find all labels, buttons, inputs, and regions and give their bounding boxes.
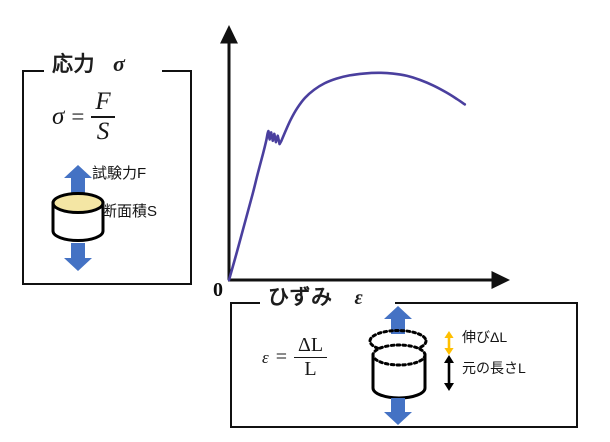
stress-formula-equals: = — [71, 103, 85, 129]
original-length-label: 元の長さL — [462, 360, 526, 376]
elongation-label: 伸びΔL — [462, 329, 508, 345]
strain-panel — [230, 302, 578, 428]
strain-formula-lhs: ε — [262, 347, 269, 367]
fraction-bar — [293, 356, 328, 359]
stress-strain-curve — [227, 71, 467, 282]
stress-panel-caption-gap — [44, 68, 162, 75]
strain-caption-symbol: ε — [354, 287, 364, 309]
graph-origin-label: 0 — [213, 279, 223, 301]
strain-formula-denominator: L — [304, 358, 317, 381]
stress-formula-lhs: σ — [52, 102, 65, 130]
fraction-bar — [91, 116, 115, 118]
stress-formula-numerator: F — [95, 88, 111, 115]
strain-caption-text: ひずみ — [268, 286, 333, 309]
stress-formula: σ = F S — [52, 89, 115, 145]
cross-section-area-label: 断面積S — [102, 203, 158, 220]
strain-formula-numerator: ΔL — [297, 334, 324, 356]
test-force-label: 試験力F — [92, 165, 147, 182]
stress-formula-denominator: S — [96, 117, 110, 145]
stress-formula-fraction: F S — [91, 88, 115, 145]
stress-panel-caption: 応力 σ — [52, 48, 125, 78]
strain-panel-caption: ひずみ ε — [268, 281, 363, 311]
stress-caption-symbol: σ — [113, 51, 126, 76]
strain-formula-equals: = — [275, 346, 287, 369]
stress-caption-text: 応力 — [52, 53, 95, 76]
strain-formula: ε = ΔL L — [262, 334, 328, 381]
strain-formula-fraction: ΔL L — [293, 334, 328, 381]
strain-panel-caption-gap — [260, 300, 395, 307]
